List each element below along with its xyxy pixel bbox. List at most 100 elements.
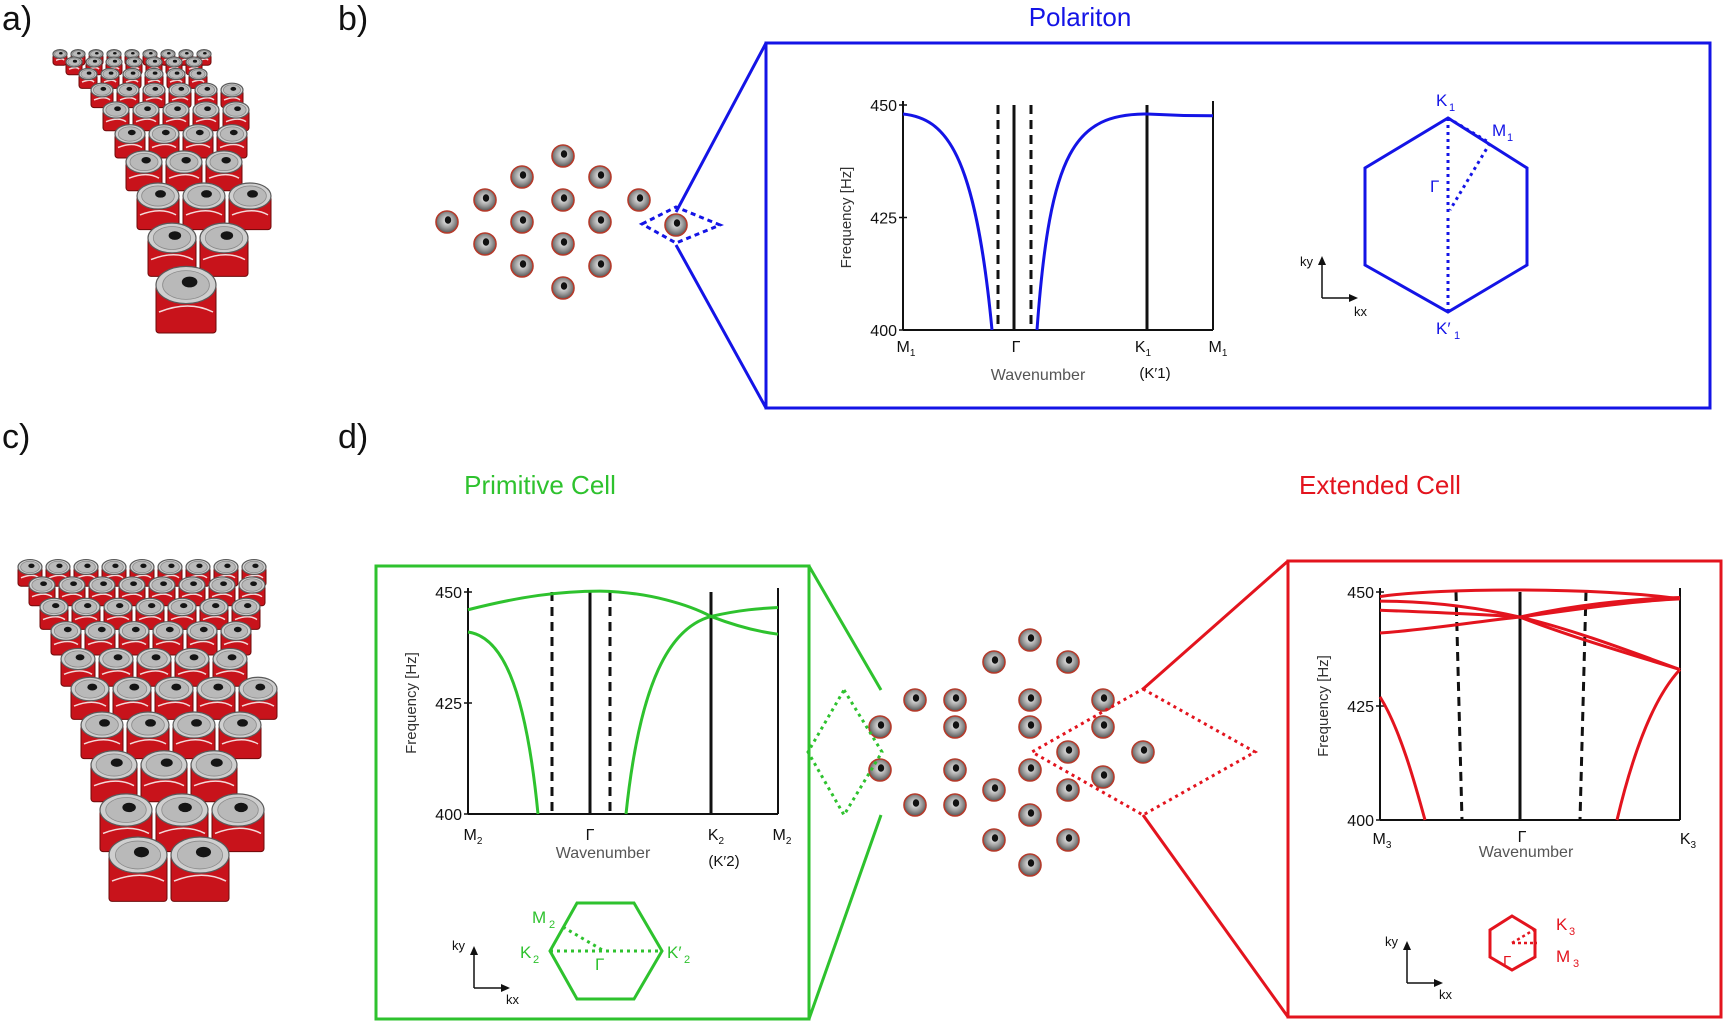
can xyxy=(170,836,230,902)
bz-p-kp-sub: 2 xyxy=(684,954,690,966)
can xyxy=(71,597,101,630)
can-top xyxy=(943,715,967,739)
can xyxy=(218,711,262,760)
kx-label-b: kx xyxy=(1354,304,1368,319)
unit-cell-b xyxy=(638,205,724,245)
can xyxy=(190,750,238,803)
x-tick-k2: K2 xyxy=(708,827,725,847)
x-tick-m1-end: M1 xyxy=(1209,339,1228,359)
can-top xyxy=(473,188,497,212)
can xyxy=(165,150,203,192)
extended-cell-title: Extended Cell xyxy=(1299,470,1461,500)
can xyxy=(136,647,172,687)
kx-label-p: kx xyxy=(506,992,520,1007)
y-tick-label: 425 xyxy=(435,696,462,713)
bz-p-m-sub: 2 xyxy=(549,919,555,931)
kxky-axes-extended: ky kx xyxy=(1385,934,1453,1002)
kxky-axes-primitive: ky kx xyxy=(452,938,520,1007)
bz-b-k-label: K xyxy=(1436,91,1448,110)
bz-e-k-sub: 3 xyxy=(1569,926,1575,938)
primitive-cell-title: Primitive Cell xyxy=(464,470,616,500)
can xyxy=(136,182,180,231)
x-tick-gamma: Γ xyxy=(1518,829,1527,846)
bz-b-gamma-label: Γ xyxy=(1430,177,1439,196)
can xyxy=(147,222,197,277)
series-curve-upper xyxy=(467,589,779,636)
can-top xyxy=(664,213,688,237)
y-tick-label: 450 xyxy=(870,98,897,115)
bz-p-k-label: K xyxy=(520,943,532,962)
can-top xyxy=(627,188,651,212)
can xyxy=(199,222,249,277)
x-tick-m2-end: M2 xyxy=(773,827,792,847)
can-top xyxy=(1056,740,1080,764)
brillouin-zone-polariton: K 1 M 1 Γ K′ 1 xyxy=(1363,91,1529,342)
series-curve-right xyxy=(1615,668,1682,821)
bz-b-m-label: M xyxy=(1492,121,1506,140)
can xyxy=(73,558,99,587)
y-axis-label: Frequency [Hz] xyxy=(838,167,855,269)
bz-e-m-label: M xyxy=(1556,947,1570,966)
can-top xyxy=(551,188,575,212)
can xyxy=(155,793,209,853)
can-top xyxy=(1018,803,1042,827)
can xyxy=(58,576,86,607)
can-top xyxy=(982,778,1006,802)
x-axis-label: Wavenumber xyxy=(556,845,651,862)
can xyxy=(118,621,150,656)
can xyxy=(84,621,116,656)
can-top xyxy=(1091,715,1115,739)
can xyxy=(129,558,155,587)
can xyxy=(142,82,166,109)
series-curve-left xyxy=(902,112,994,331)
series-curve-left xyxy=(467,630,540,815)
can-top xyxy=(1091,765,1115,789)
can xyxy=(148,124,180,159)
x-tick-m3: M3 xyxy=(1373,831,1392,851)
series-curve-mid xyxy=(1519,615,1681,671)
can-top xyxy=(903,688,927,712)
dashed-line xyxy=(1578,591,1588,821)
bz-b-k-sub: 1 xyxy=(1449,102,1455,114)
bz-e-k-label: K xyxy=(1556,915,1568,934)
panel-label-c: c) xyxy=(2,418,31,456)
bz-b-kp-label: K′ xyxy=(1436,319,1451,338)
panel-label-b: b) xyxy=(338,0,369,38)
can xyxy=(98,647,134,687)
can xyxy=(122,67,142,89)
dashed-line xyxy=(1454,591,1464,821)
can-array-photo-a xyxy=(52,49,272,334)
can xyxy=(168,82,192,109)
x-axis-label: Wavenumber xyxy=(1479,844,1574,861)
can xyxy=(90,750,138,803)
can-top xyxy=(982,828,1006,852)
can-top xyxy=(588,210,612,234)
y-tick-label: 400 xyxy=(870,323,897,340)
x-tick-k3: K3 xyxy=(1680,831,1697,851)
can xyxy=(140,750,188,803)
can-top xyxy=(551,232,575,256)
primitive-cell-box xyxy=(374,564,811,1021)
x-tick-m1: M1 xyxy=(897,339,916,359)
bz-b-kp-sub: 1 xyxy=(1454,330,1460,342)
can-top xyxy=(1018,758,1042,782)
ky-label-b: ky xyxy=(1300,254,1314,269)
can xyxy=(196,676,236,720)
y-tick-label: 425 xyxy=(1347,699,1374,716)
brillouin-zone-extended: K 3 M 3 Γ xyxy=(1488,914,1579,972)
x-tick-k2-prime: (K′2) xyxy=(708,853,739,870)
can-top xyxy=(1018,853,1042,877)
can xyxy=(132,101,160,132)
can-top xyxy=(1131,740,1155,764)
can xyxy=(205,150,243,192)
can xyxy=(228,182,272,231)
bz-e-m-sub: 3 xyxy=(1573,958,1579,970)
zoom-line-top-red xyxy=(1142,559,1289,691)
can xyxy=(108,836,168,902)
bz-p-k-sub: 2 xyxy=(533,954,539,966)
can-top xyxy=(1018,688,1042,712)
